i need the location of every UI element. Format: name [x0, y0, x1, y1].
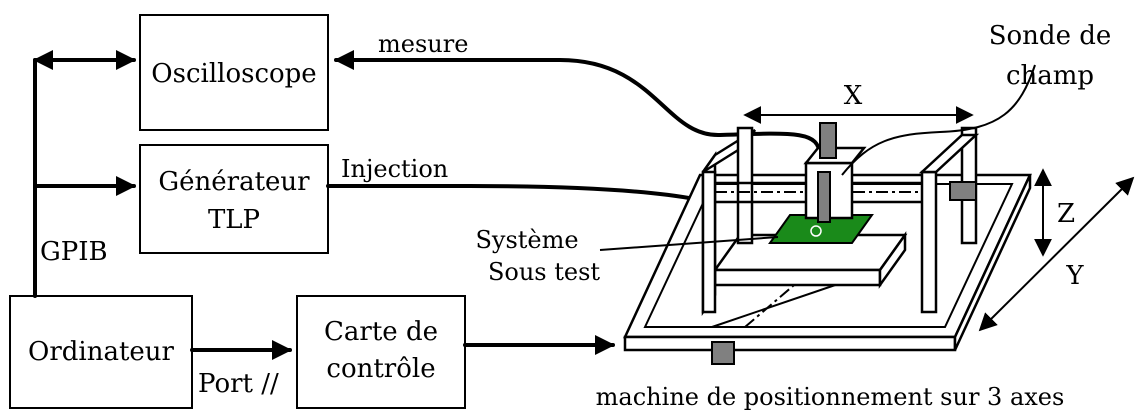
dut-callout: Système Sous test [475, 226, 779, 286]
gpib-bus: GPIB [33, 50, 136, 298]
y-axis-indicator: Y [978, 176, 1135, 332]
probe-label-line1: Sonde de [989, 21, 1112, 51]
x-axis-indicator: X [743, 81, 974, 124]
gpib-label: GPIB [40, 237, 108, 267]
field-probe [817, 171, 831, 223]
dut-label-line1: Système [475, 226, 578, 254]
computer-label: Ordinateur [28, 337, 175, 367]
axis-x-label: X [844, 81, 863, 111]
probe-label-line2: champ [1006, 61, 1094, 91]
measure-cable: mesure [334, 30, 822, 157]
y-motor [711, 341, 735, 365]
port-label: Port // [198, 369, 279, 399]
oscilloscope-label: Oscilloscope [151, 59, 316, 89]
computer-block: Ordinateur [9, 295, 193, 409]
axis-y-label: Y [1065, 261, 1084, 291]
parallel-port-link: Port // [190, 340, 292, 399]
z-motor [819, 122, 837, 159]
control-label-line1: Carte de [324, 317, 438, 347]
field-probe-callout: Sonde de champ [841, 21, 1112, 176]
pcb-test-point-icon [810, 225, 822, 237]
machine-caption: machine de positionnement sur 3 axes [596, 383, 1065, 411]
generator-label-line1: Générateur [158, 167, 310, 197]
generator-label-line2: TLP [208, 205, 260, 235]
tlp-generator-block: Générateur TLP [139, 144, 329, 254]
x-motor [949, 181, 977, 201]
z-axis-indicator: Z [1034, 168, 1075, 257]
oscilloscope-block: Oscilloscope [139, 14, 329, 131]
control-board-block: Carte de contrôle [296, 295, 466, 409]
injection-label: Injection [341, 155, 448, 183]
axis-z-label: Z [1057, 199, 1075, 229]
dut-label-line2: Sous test [488, 258, 600, 286]
measure-label: mesure [378, 30, 468, 58]
control-label-line2: contrôle [326, 354, 435, 384]
